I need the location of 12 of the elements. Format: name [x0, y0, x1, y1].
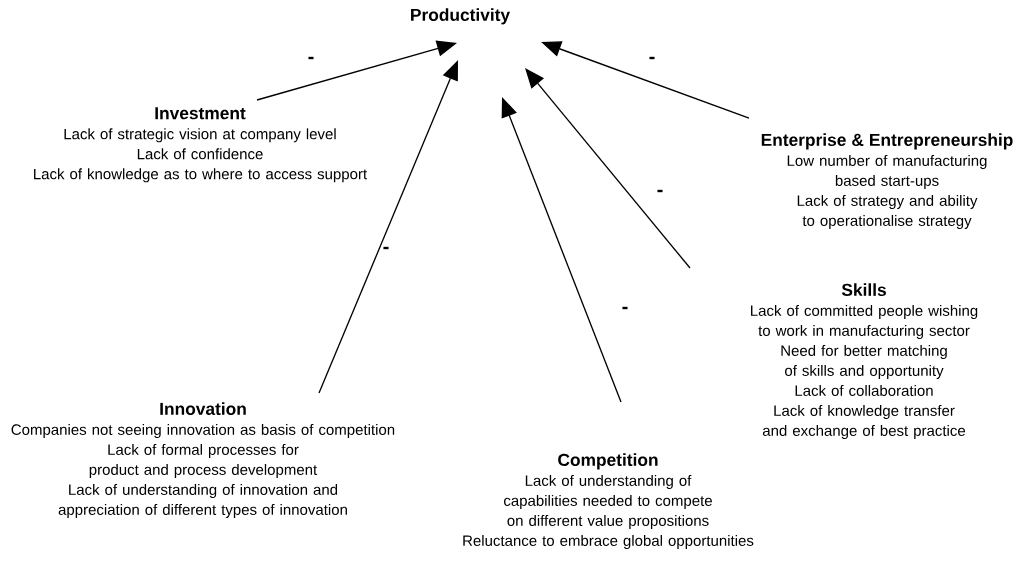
factor-text: Enterprise & Entrepreneurship Low number of manufacturing based start-ups Lack of strategy and ability to operationalise strategy: [761, 133, 1013, 229]
edge-label: -: [620, 305, 630, 315]
arrow: [525, 68, 691, 269]
factor-text: Skills Lack of committed people wishing to work in manufacturing sector Need for better matching of skills and opportunity Lack of collaboration Lack of knowledge transfer and exchange of best practice: [751, 283, 978, 439]
edge-label: -: [647, 55, 657, 65]
edge-label: -: [306, 55, 316, 65]
factor-text: Competition Lack of understanding of capabilities needed to compete on different value propositions Reluctance to embrace global opportunities: [463, 453, 754, 549]
edge-label: -: [381, 245, 391, 255]
factor-text: Innovation Companies not seeing innovation as basis of competition Lack of formal processes for product and process development Lack of understanding of innovation and appreciation of different types of innovation: [11, 402, 395, 518]
edge-label: -: [655, 188, 665, 198]
factor-text: Investment Lack of strategic vision at company level Lack of confidence Lack of knowledge as to where to access support: [34, 107, 367, 183]
factor-text: Productivity: [411, 8, 510, 25]
